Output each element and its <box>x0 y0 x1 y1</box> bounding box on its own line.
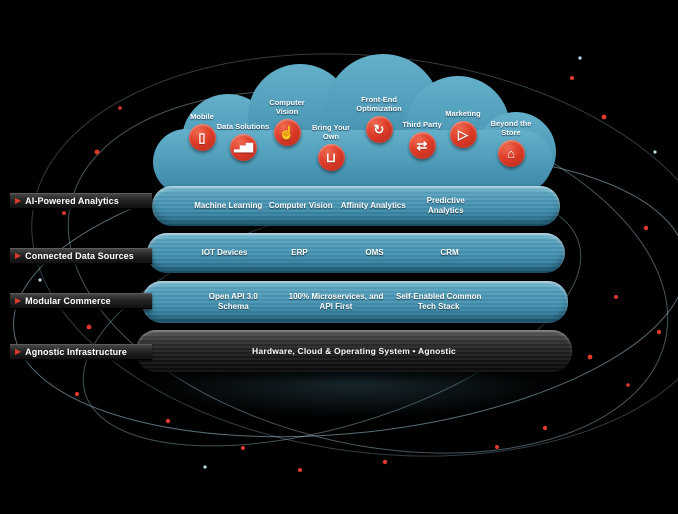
tag-label: AI-Powered Analytics <box>25 196 119 206</box>
layer-item: Computer Vision <box>268 201 333 210</box>
icon-label: Mobile <box>190 112 214 121</box>
cloud-capability-computer-vision: Computer Vision ☝ <box>259 98 315 146</box>
icon-label: Front-End Optimization <box>356 95 402 113</box>
icon-label: Computer Vision <box>269 98 305 116</box>
tag-agnostic-infrastructure: ▶ Agnostic Infrastructure <box>10 344 152 360</box>
cloud-capability-third-party: Third Party ⇄ <box>394 120 450 159</box>
layer-item: Machine Learning <box>194 201 263 210</box>
tag-ai-powered-analytics: ▶ AI-Powered Analytics <box>10 193 152 209</box>
icon-label: Bring Your Own <box>311 123 351 141</box>
layer-agnostic-infrastructure: Hardware, Cloud & Operating System • Agn… <box>136 330 572 372</box>
layer-item: Affinity Analytics <box>340 201 406 210</box>
tag-modular-commerce: ▶ Modular Commerce <box>10 293 152 309</box>
tag-label: Modular Commerce <box>25 296 111 306</box>
layer-item: Predictive Analytics <box>426 196 465 215</box>
cloud-capability-data-solutions: Data Solutions ▂▅▇ <box>215 122 271 161</box>
bar-chart-icon: ▂▅▇ <box>229 133 257 161</box>
layer-item: Open API 3.0 Schema <box>208 292 258 311</box>
layer-item: CRM <box>440 248 459 257</box>
layer-item: Self-Enabled Common Tech Stack <box>396 292 482 311</box>
cloud-capability-beyond-the-store: Beyond the Store ⌂ <box>483 119 539 167</box>
cloud-capability-mobile: Mobile ▯ <box>174 112 230 151</box>
tag-label: Agnostic Infrastructure <box>25 347 127 357</box>
pointer-icon: ▶ <box>15 196 22 205</box>
layer-modular-commerce: Open API 3.0 Schema 100% Microservices, … <box>142 281 568 323</box>
icon-label: Third Party <box>402 120 442 129</box>
mobile-icon: ▯ <box>188 123 216 151</box>
icon-label: Beyond the Store <box>490 119 532 137</box>
layer-item: Hardware, Cloud & Operating System • Agn… <box>252 345 456 356</box>
layer-connected-data-sources: IOT Devices ERP OMS CRM <box>147 233 565 273</box>
cloud-capability-bring-your-own: Bring Your Own ⊔ <box>303 123 359 171</box>
layer-ai-powered-analytics: Machine Learning Computer Vision Affinit… <box>152 186 560 226</box>
storefront-icon: ⌂ <box>497 139 525 167</box>
stack-reflection <box>140 366 570 418</box>
cloud-capability-marketing: Marketing ▷ <box>435 109 491 148</box>
refresh-arrow-icon: ↻ <box>365 115 393 143</box>
layer-item: OMS <box>365 248 384 257</box>
megaphone-icon: ▷ <box>449 120 477 148</box>
layer-item: ERP <box>291 248 308 257</box>
hand-icon: ☝ <box>273 118 301 146</box>
layer-item: IOT Devices <box>201 248 248 257</box>
tag-connected-data-sources: ▶ Connected Data Sources <box>10 248 152 264</box>
icon-label: Data Solutions <box>216 122 270 131</box>
icon-label: Marketing <box>445 109 481 118</box>
pointer-icon: ▶ <box>15 296 22 305</box>
pointer-icon: ▶ <box>15 251 22 260</box>
cloud-capability-front-end-optimization: Front-End Optimization ↻ <box>351 95 407 143</box>
tag-label: Connected Data Sources <box>25 251 134 261</box>
layer-item: 100% Microservices, and API First <box>288 292 384 311</box>
shopping-cart-icon: ⊔ <box>317 143 345 171</box>
pointer-icon: ▶ <box>15 347 22 356</box>
exchange-arrows-icon: ⇄ <box>408 131 436 159</box>
